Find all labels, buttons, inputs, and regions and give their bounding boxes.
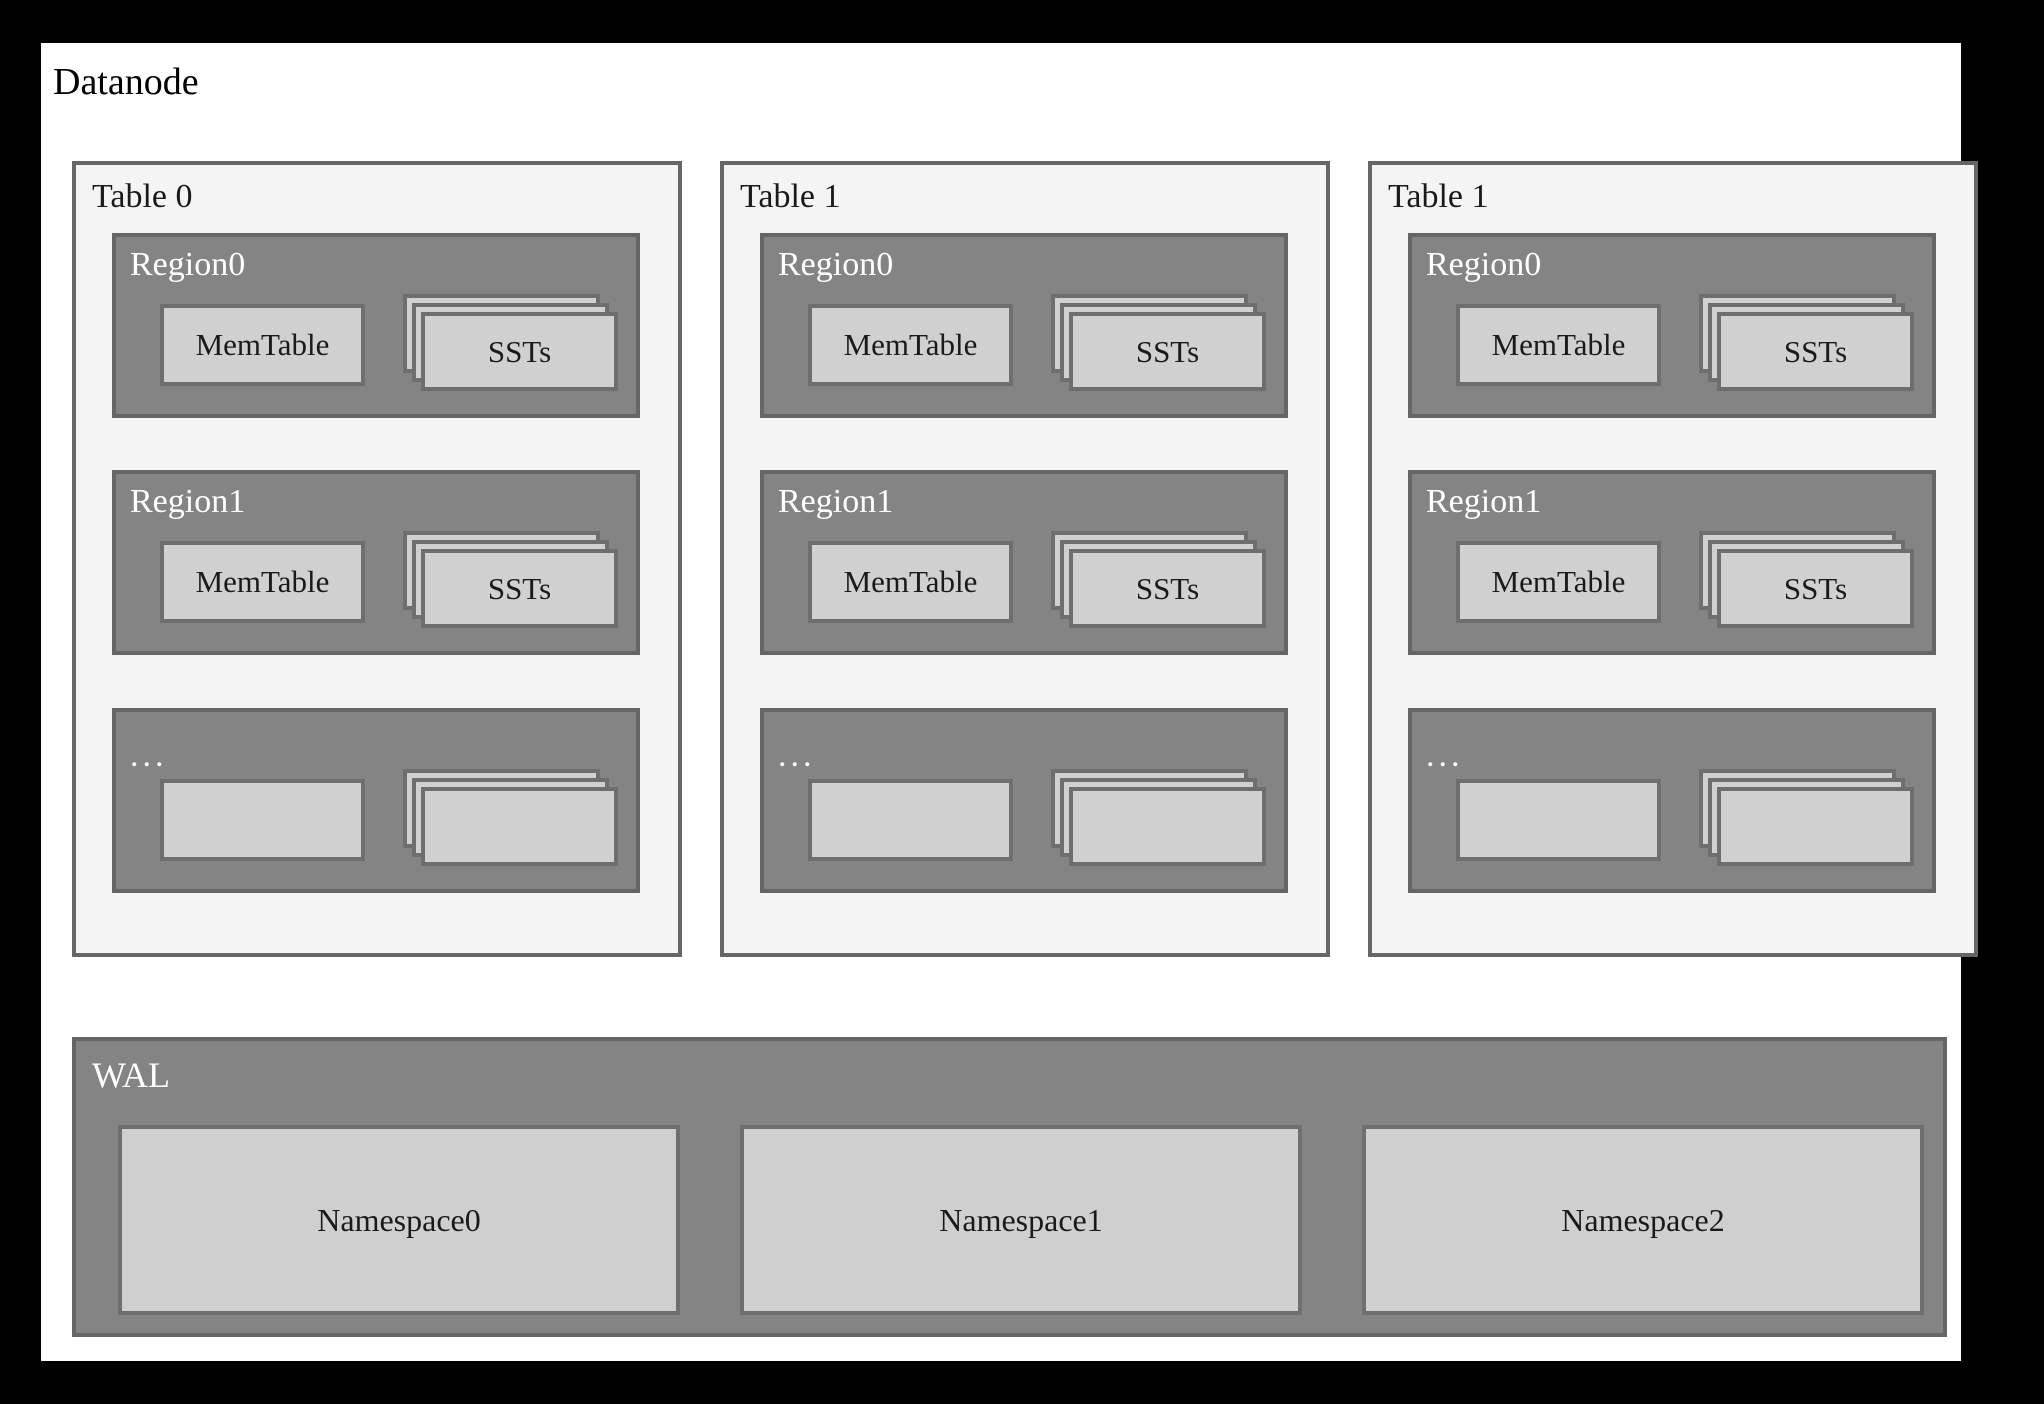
table-label-1: Table 1 [740, 178, 841, 215]
sst-card-front[interactable]: SSTs [1717, 549, 1914, 628]
sst-stack-0-2[interactable] [403, 769, 618, 866]
region-label-1-1: Region1 [778, 483, 894, 520]
region-ellipsis-icon-1: ... [778, 737, 816, 774]
sst-card-front[interactable]: SSTs [1069, 549, 1266, 628]
sst-card-front[interactable]: SSTs [1069, 312, 1266, 391]
memtable-box-2-0[interactable]: MemTable [1456, 304, 1661, 386]
region-box-0-0[interactable]: Region0 MemTable SSTs [112, 233, 640, 418]
region-box-2-2[interactable]: ... [1408, 708, 1936, 893]
page-title: Datanode [53, 61, 199, 103]
sst-stack-2-1[interactable]: SSTs [1699, 531, 1914, 628]
region-box-2-0[interactable]: Region0 MemTable SSTs [1408, 233, 1936, 418]
sst-card-front[interactable] [1069, 787, 1266, 866]
region-label-0-0: Region0 [130, 246, 246, 283]
region-ellipsis-icon-2: ... [1426, 737, 1464, 774]
memtable-box-1-0[interactable]: MemTable [808, 304, 1013, 386]
region-box-2-1[interactable]: Region1 MemTable SSTs [1408, 470, 1936, 655]
memtable-box-0-1[interactable]: MemTable [160, 541, 365, 623]
sst-stack-0-1[interactable]: SSTs [403, 531, 618, 628]
memtable-box-1-2[interactable] [808, 779, 1013, 861]
namespace-box-1[interactable]: Namespace1 [740, 1125, 1302, 1315]
namespace-box-0[interactable]: Namespace0 [118, 1125, 680, 1315]
sst-card-front[interactable] [1717, 787, 1914, 866]
memtable-box-0-2[interactable] [160, 779, 365, 861]
table-panel-1[interactable]: Table 1 Region0 MemTable SSTs Region1 Me… [720, 161, 1330, 957]
memtable-box-2-1[interactable]: MemTable [1456, 541, 1661, 623]
region-label-2-1: Region1 [1426, 483, 1542, 520]
sst-stack-1-2[interactable] [1051, 769, 1266, 866]
memtable-box-2-2[interactable] [1456, 779, 1661, 861]
table-label-0: Table 0 [92, 178, 193, 215]
region-label-1-0: Region0 [778, 246, 894, 283]
wal-panel[interactable]: WAL Namespace0 Namespace1 Namespace2 [72, 1037, 1947, 1337]
table-panel-2[interactable]: Table 1 Region0 MemTable SSTs Region1 Me… [1368, 161, 1978, 957]
sst-card-front[interactable]: SSTs [421, 312, 618, 391]
region-ellipsis-icon-0: ... [130, 737, 168, 774]
tables-row: Table 0 Region0 MemTable SSTs Region1 Me… [41, 161, 1978, 1007]
namespace-box-2[interactable]: Namespace2 [1362, 1125, 1924, 1315]
region-label-0-1: Region1 [130, 483, 246, 520]
sst-stack-1-0[interactable]: SSTs [1051, 294, 1266, 391]
region-box-0-1[interactable]: Region1 MemTable SSTs [112, 470, 640, 655]
region-box-1-1[interactable]: Region1 MemTable SSTs [760, 470, 1288, 655]
sst-card-front[interactable]: SSTs [1717, 312, 1914, 391]
region-box-1-2[interactable]: ... [760, 708, 1288, 893]
sst-stack-1-1[interactable]: SSTs [1051, 531, 1266, 628]
sst-card-front[interactable]: SSTs [421, 549, 618, 628]
sst-card-front[interactable] [421, 787, 618, 866]
region-box-0-2[interactable]: ... [112, 708, 640, 893]
memtable-box-0-0[interactable]: MemTable [160, 304, 365, 386]
sst-stack-0-0[interactable]: SSTs [403, 294, 618, 391]
table-label-2: Table 1 [1388, 178, 1489, 215]
diagram-canvas: Datanode Table 0 Region0 MemTable SSTs R… [41, 43, 1978, 1361]
sst-stack-2-0[interactable]: SSTs [1699, 294, 1914, 391]
wal-label: WAL [92, 1055, 170, 1095]
region-box-1-0[interactable]: Region0 MemTable SSTs [760, 233, 1288, 418]
memtable-box-1-1[interactable]: MemTable [808, 541, 1013, 623]
sst-stack-2-2[interactable] [1699, 769, 1914, 866]
region-label-2-0: Region0 [1426, 246, 1542, 283]
table-panel-0[interactable]: Table 0 Region0 MemTable SSTs Region1 Me… [72, 161, 682, 957]
